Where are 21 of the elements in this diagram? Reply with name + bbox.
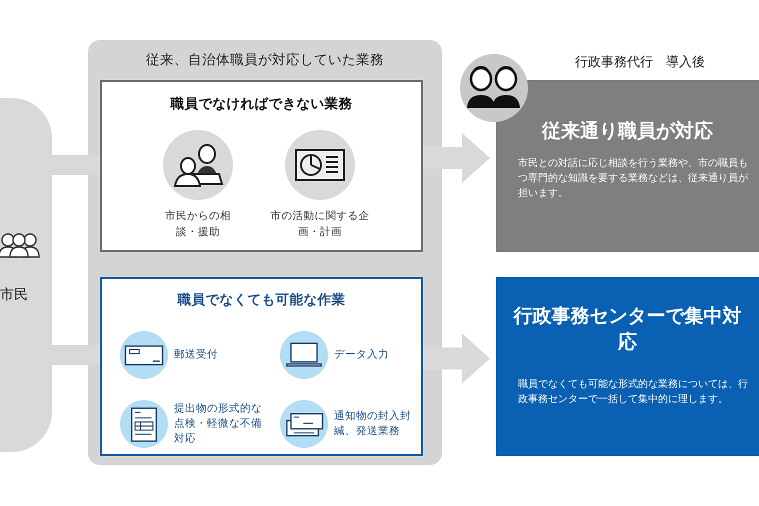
section-heading: 行政事務代行 導入後 <box>575 54 705 71</box>
citizen-label: 市民 <box>0 286 28 304</box>
item-label: データ入力 <box>334 348 390 362</box>
result-card <box>496 80 759 252</box>
item-label: 通知物の封入封緘、発送業務 <box>334 409 412 439</box>
task-box <box>100 80 423 252</box>
panel-heading: 従来、自治体職員が対応していた業務 <box>145 51 385 69</box>
citizen-panel <box>0 98 52 452</box>
box-heading: 職員でなくても可能な作業 <box>176 291 346 309</box>
item-label: 郵送受付 <box>174 348 219 362</box>
item-label: 市の活動に関する企画・計画 <box>270 209 370 240</box>
task-box <box>100 277 423 456</box>
box-heading: 職員でなければできない業務 <box>169 95 354 113</box>
card-title: 従来通り職員が対応 <box>540 119 714 144</box>
item-label: 市民からの相談・援助 <box>164 209 232 240</box>
result-card <box>496 277 759 456</box>
card-title: 行政事務センターで集中対応 <box>512 304 742 355</box>
item-label: 提出物の形式的な点検・軽微な不備対応 <box>174 402 263 446</box>
group-panel <box>88 40 442 465</box>
card-body: 市民との対話に応じ相談を行う業務や、市の職員もつ専門的な知識を要する業務などは、従来通り員が担います。 <box>518 156 749 201</box>
card-body: 職員でなくても可能な形式的な業務については、行政事務センターで一括して集中的に理します。 <box>518 378 749 407</box>
